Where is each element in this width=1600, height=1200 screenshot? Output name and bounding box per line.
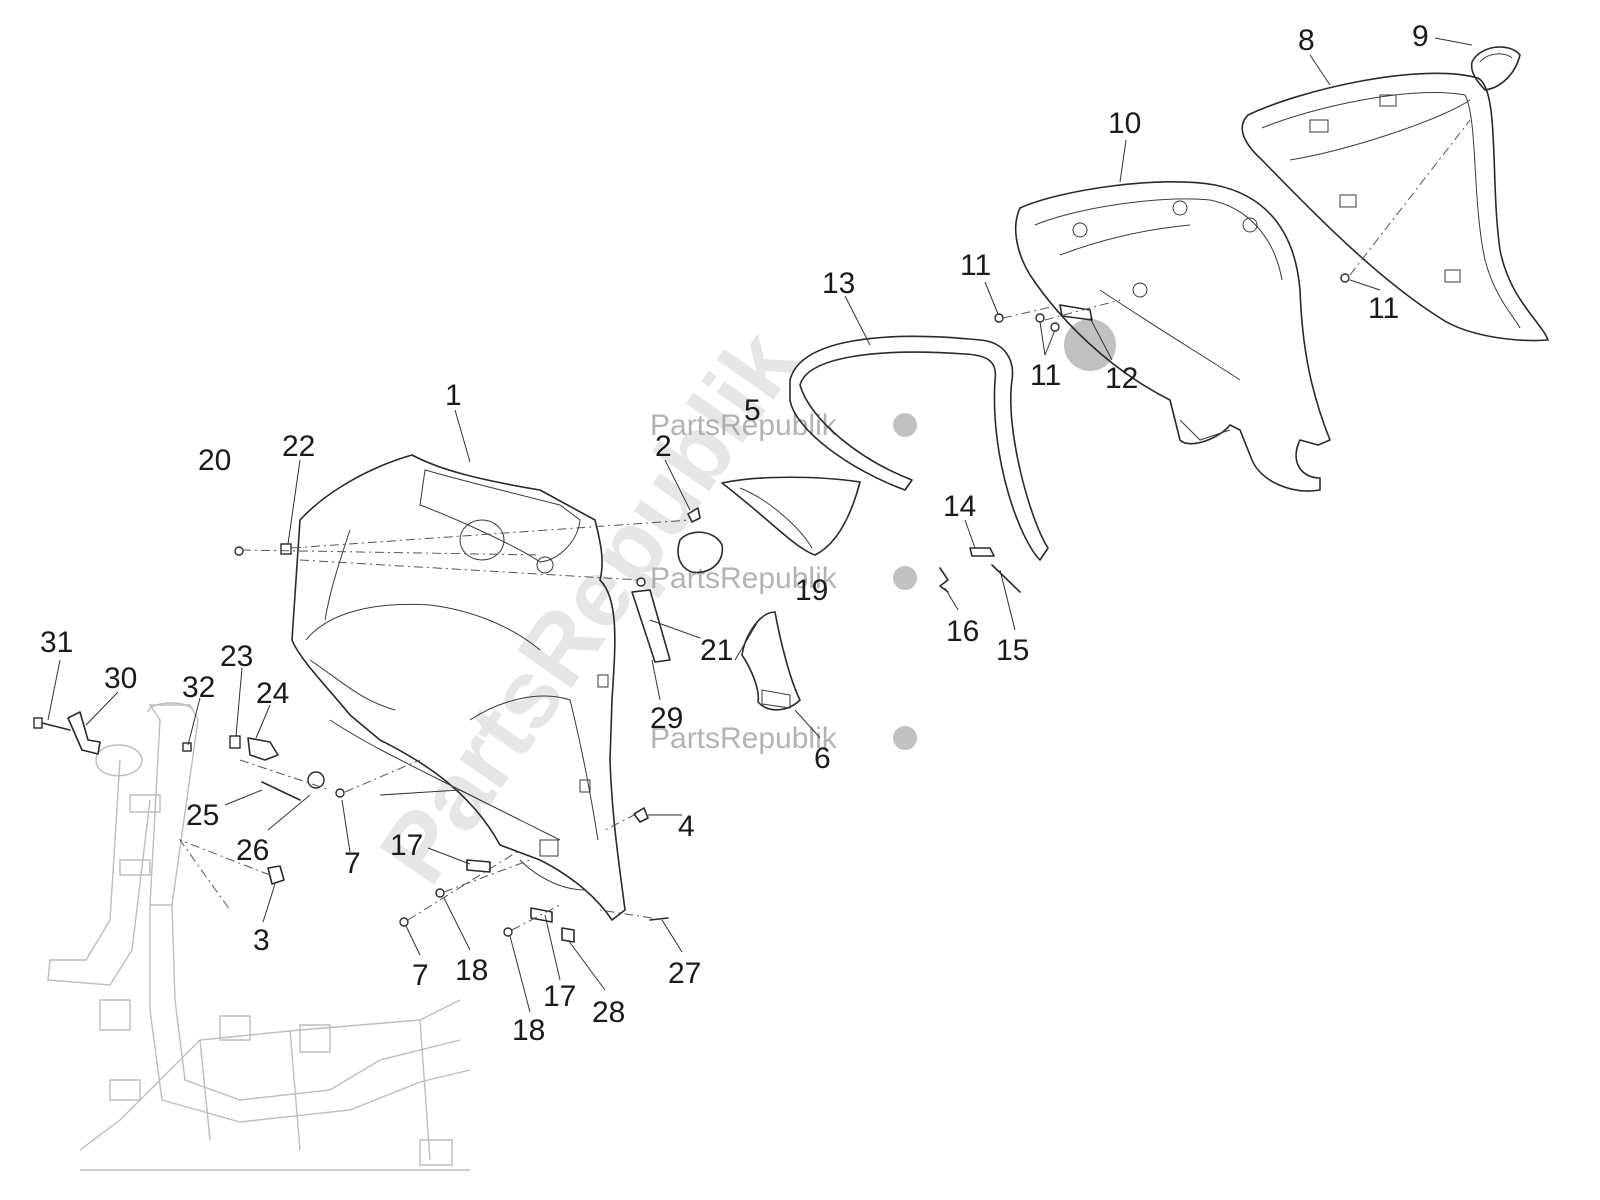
gear-icon (893, 726, 917, 750)
part-15-rod (991, 564, 1021, 593)
part-9-badge (1470, 46, 1521, 91)
callout-2: 2 (655, 430, 672, 463)
callout-23: 23 (220, 640, 253, 673)
part-7-screw (399, 917, 409, 927)
gear-icon (893, 566, 917, 590)
part-18-screw (503, 927, 513, 937)
callout-8: 8 (1298, 24, 1315, 57)
callout-7b: 7 (412, 959, 429, 992)
callout-11a: 11 (960, 249, 991, 282)
part-19-round-lid (677, 531, 724, 574)
watermark-brand-3: PartsRepublik (650, 722, 838, 755)
callout-15: 15 (996, 634, 1029, 667)
callout-11b: 11 (1368, 292, 1399, 325)
part-16-spring (939, 567, 949, 593)
hardware-group (182, 273, 1350, 943)
watermark-brand-2: PartsRepublik (650, 562, 838, 595)
part-28-nut (561, 927, 575, 943)
part-8-cover-shell (1241, 72, 1549, 342)
callout-27: 27 (668, 957, 701, 990)
callout-9: 9 (1412, 20, 1429, 53)
callout-12: 12 (1105, 362, 1138, 395)
part-11-screw (1035, 313, 1045, 323)
callout-17a: 17 (390, 829, 423, 862)
callout-4: 4 (678, 810, 695, 843)
callouts: 1 2 3 4 5 6 7 7 8 9 10 11 11 11 12 13 14… (40, 20, 1429, 1047)
callout-29: 29 (650, 702, 683, 735)
callout-31: 31 (40, 626, 73, 659)
callout-22: 22 (282, 430, 315, 463)
part-20-screw (234, 546, 244, 556)
callout-14: 14 (943, 490, 976, 523)
part-26-spring (307, 771, 325, 789)
part-27-screw (649, 917, 669, 921)
part-13-seal-strip (789, 335, 1049, 561)
part-32-plug (182, 742, 192, 752)
part-22-clip (280, 543, 292, 555)
callout-32: 32 (182, 671, 215, 704)
callout-11c: 11 (1030, 359, 1061, 392)
part-3-nut (267, 865, 285, 885)
part-6-deflector (741, 611, 801, 711)
callout-7a: 7 (344, 847, 361, 880)
part-7-screw (335, 788, 345, 798)
part-10-inner-frame (1014, 181, 1331, 492)
callout-28: 28 (592, 996, 625, 1029)
callout-6: 6 (814, 742, 831, 775)
part-11-screw (1340, 273, 1350, 283)
gear-icon (893, 413, 917, 437)
part-25-rod (261, 781, 301, 801)
part-17-clip (466, 859, 491, 873)
callout-18b: 18 (512, 1014, 545, 1047)
callout-13: 13 (822, 267, 855, 300)
callout-26: 26 (236, 834, 269, 867)
callout-19: 19 (795, 574, 828, 607)
callout-21: 21 (700, 634, 733, 667)
assembly-lines (178, 119, 1471, 931)
leader-lines (47, 37, 1473, 1013)
part-12-clip (1059, 304, 1093, 321)
part-2-push-pin (687, 507, 701, 523)
part-23-clip (229, 735, 241, 749)
part-11-screw (1050, 322, 1060, 332)
part-24-bracket (247, 737, 279, 761)
part-4-push-pin (633, 807, 649, 823)
watermark-brand-1: PartsRepublik (650, 409, 838, 442)
callout-20: 20 (198, 444, 231, 477)
watermark-layer: PartsRepublik PartsRepublik PartsRepubli… (360, 311, 1116, 902)
part-1-glovebox (291, 454, 626, 921)
part-11-screw (994, 313, 1004, 323)
part-17-clip (530, 907, 553, 923)
part-18-screw (435, 888, 445, 898)
callout-25: 25 (186, 799, 219, 832)
part-14-lock (969, 547, 995, 557)
callout-24: 24 (256, 677, 289, 710)
part-21-screw (636, 577, 646, 587)
part-5-flap (721, 476, 861, 556)
callout-18a: 18 (455, 954, 488, 987)
part-31-bolt (33, 717, 71, 731)
part-30-bracket (67, 711, 101, 755)
callout-10: 10 (1108, 107, 1141, 140)
callout-30: 30 (104, 662, 137, 695)
callout-1: 1 (445, 379, 462, 412)
callout-16: 16 (946, 615, 979, 648)
callout-5: 5 (744, 394, 761, 427)
part-29-latch (631, 589, 671, 663)
frame-structure (47, 702, 471, 1171)
callout-3: 3 (253, 924, 270, 957)
callout-17b: 17 (543, 980, 576, 1013)
